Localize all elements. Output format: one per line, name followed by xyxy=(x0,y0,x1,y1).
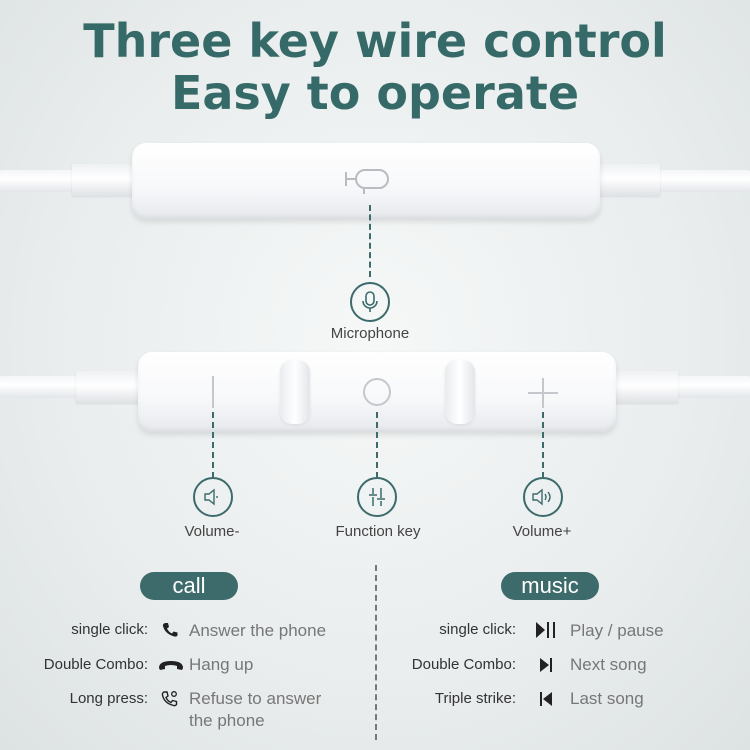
volume-up-icon xyxy=(532,488,551,506)
microphone-hole-icon xyxy=(345,169,389,194)
volume-up-label: Volume+ xyxy=(512,523,572,540)
music-action-label: Double Combo: xyxy=(411,656,516,673)
microphone-badge xyxy=(350,282,390,322)
call-result: Answer the phone xyxy=(189,621,327,640)
call-action-label: Double Combo: xyxy=(43,656,148,673)
phone-icon xyxy=(161,621,179,639)
microphone-icon xyxy=(362,291,378,312)
connector-right-bottom xyxy=(614,371,678,403)
music-result: Next song xyxy=(570,655,647,674)
volume-down-icon xyxy=(204,488,218,506)
button-divider xyxy=(445,360,475,424)
music-result: Play / pause xyxy=(570,621,664,640)
microphone-remote xyxy=(132,143,600,219)
microphone-label: Microphone xyxy=(330,325,410,342)
play-pause-icon xyxy=(535,621,559,639)
refuse-call-icon xyxy=(161,690,179,708)
connector-left-top xyxy=(72,164,134,196)
function-leader-line xyxy=(376,412,378,478)
button-divider xyxy=(280,360,310,424)
call-action-label: single click: xyxy=(71,621,148,638)
cable-right-bottom xyxy=(670,376,750,398)
music-action-label: single click: xyxy=(439,621,516,638)
call-result-continued: the phone xyxy=(189,711,265,730)
volume-down-leader-line xyxy=(212,412,214,478)
volume-up-badge xyxy=(523,477,563,517)
call-result: Refuse to answer xyxy=(189,689,322,708)
next-track-icon xyxy=(537,656,555,674)
cable-left-bottom xyxy=(0,376,85,398)
hang-up-icon xyxy=(158,656,184,674)
volume-down-button[interactable] xyxy=(212,376,214,408)
volume-up-button[interactable] xyxy=(528,378,558,408)
title-line-1: Three key wire control xyxy=(83,14,667,68)
music-action-label: Triple strike: xyxy=(434,690,516,707)
call-result: Hang up xyxy=(189,655,254,674)
microphone-leader-line xyxy=(369,205,371,277)
music-heading: music xyxy=(501,572,599,600)
call-heading: call xyxy=(140,572,238,600)
title-line-2: Easy to operate xyxy=(170,66,580,120)
call-action-label: Long press: xyxy=(69,690,148,707)
function-key-icon xyxy=(369,488,385,506)
previous-track-icon xyxy=(537,690,555,708)
function-key-label: Function key xyxy=(335,523,421,540)
cable-right-top xyxy=(650,170,750,192)
volume-up-leader-line xyxy=(542,412,544,478)
section-divider xyxy=(375,565,377,740)
music-result: Last song xyxy=(570,689,644,708)
volume-down-badge xyxy=(193,477,233,517)
function-button[interactable] xyxy=(363,378,391,406)
volume-down-label: Volume- xyxy=(184,523,240,540)
function-key-badge xyxy=(357,477,397,517)
cable-left-top xyxy=(0,170,80,192)
connector-right-top xyxy=(598,164,660,196)
connector-left-bottom xyxy=(76,371,140,403)
